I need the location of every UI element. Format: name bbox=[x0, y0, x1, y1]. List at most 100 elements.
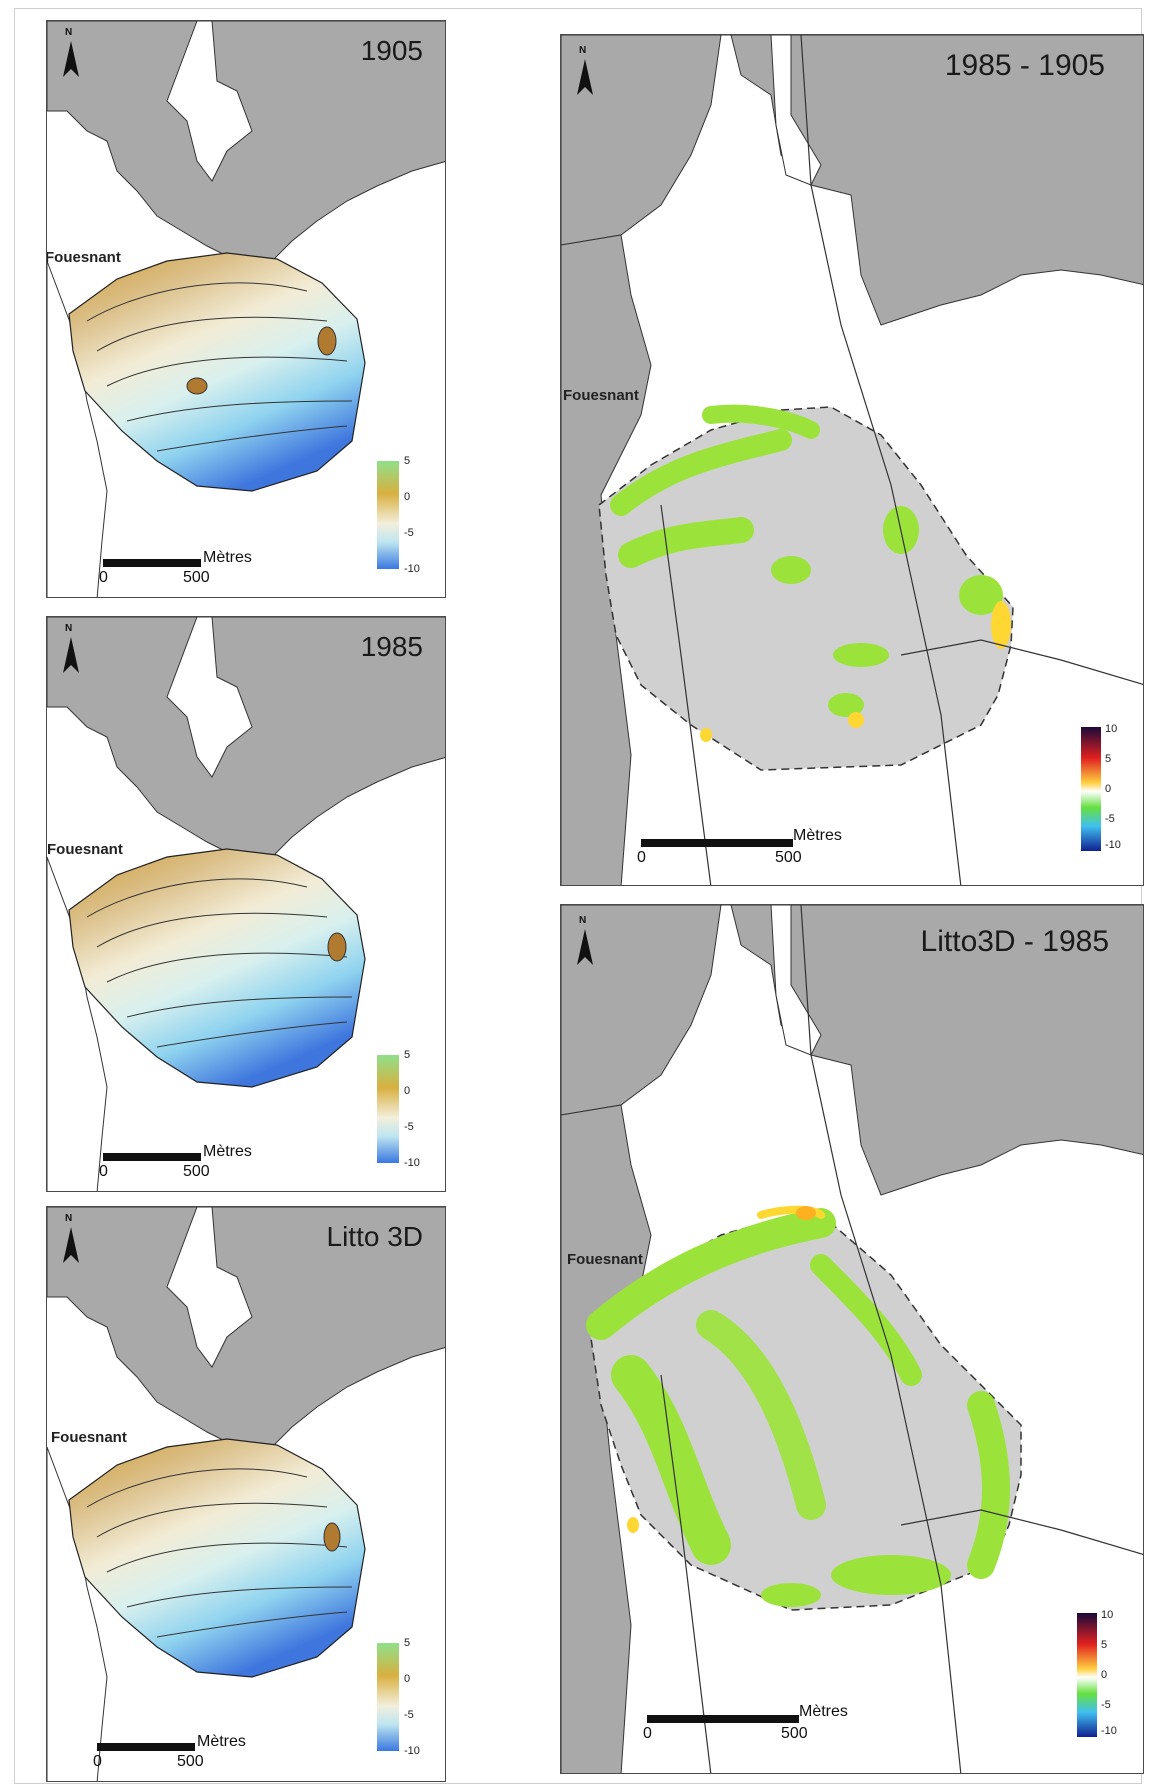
depth-legend: 5 0 -5 -10 bbox=[377, 1049, 437, 1179]
land-mass bbox=[561, 905, 1143, 1196]
scale-start: 0 bbox=[99, 569, 108, 586]
map-panel-1985: N 1985 Fouesnant 5 0 -5 -10 Mètres 0 500 bbox=[46, 616, 446, 1192]
north-arrow-icon bbox=[577, 59, 593, 95]
legend-tick: 10 bbox=[1105, 723, 1118, 735]
map-panel-diff-1985-1905: N 1985 - 1905 Fouesnant 10 5 0 -5 -10 Mè… bbox=[560, 34, 1144, 886]
scale-unit: Mètres bbox=[197, 1733, 246, 1750]
north-arrow: N bbox=[59, 27, 83, 81]
legend-tick: 5 bbox=[404, 1637, 411, 1649]
town-label: Fouesnant bbox=[47, 841, 123, 858]
legend-tick: -5 bbox=[404, 1709, 414, 1721]
scale-end: 500 bbox=[775, 849, 802, 866]
legend-colorbar bbox=[1077, 1613, 1097, 1737]
scale-unit: Mètres bbox=[793, 827, 842, 844]
bathymetry-map-1985 bbox=[47, 617, 445, 1191]
scale-end: 500 bbox=[183, 1163, 210, 1180]
road bbox=[800, 905, 962, 1773]
bay-shape bbox=[68, 1438, 366, 1678]
road bbox=[900, 639, 1143, 686]
road bbox=[660, 504, 712, 885]
panel-title: 1985 bbox=[360, 631, 423, 662]
north-arrow: N bbox=[59, 1213, 83, 1267]
scale-bar-line bbox=[97, 1743, 195, 1751]
north-arrow-icon bbox=[577, 929, 593, 965]
scale-unit: Mètres bbox=[203, 1143, 252, 1160]
scale-unit: Mètres bbox=[203, 549, 252, 566]
legend-tick: 0 bbox=[404, 1085, 411, 1097]
road bbox=[900, 1509, 1143, 1556]
north-label: N bbox=[579, 45, 587, 56]
north-arrow: N bbox=[573, 915, 597, 969]
map-panel-diff-litto3d-1985: N Litto3D - 1985 Fouesnant 10 5 0 -5 -10… bbox=[560, 904, 1144, 1774]
estuary-channel bbox=[166, 617, 253, 778]
legend-tick: 5 bbox=[1105, 753, 1112, 765]
legend-tick: 5 bbox=[1101, 1639, 1108, 1651]
north-arrow-icon bbox=[63, 1227, 79, 1263]
difference-legend: 10 5 0 -5 -10 bbox=[1077, 1609, 1137, 1739]
north-label: N bbox=[579, 915, 587, 926]
scale-end: 500 bbox=[781, 1725, 808, 1742]
north-arrow-icon bbox=[63, 637, 79, 673]
legend-tick: 0 bbox=[1105, 783, 1112, 795]
legend-tick: -10 bbox=[1101, 1725, 1117, 1737]
panel-title: Litto 3D bbox=[326, 1221, 424, 1252]
legend-tick: -5 bbox=[404, 527, 414, 539]
legend-tick: -5 bbox=[1105, 813, 1115, 825]
difference-legend: 10 5 0 -5 -10 bbox=[1081, 723, 1141, 853]
scale-unit: Mètres bbox=[799, 1703, 848, 1720]
scale-bar-line bbox=[103, 1153, 201, 1161]
legend-tick: 5 bbox=[404, 1049, 411, 1061]
scale-bar: Mètres 0 500 bbox=[637, 827, 901, 871]
legend-tick: 10 bbox=[1101, 1609, 1114, 1621]
legend-tick: 0 bbox=[404, 491, 411, 503]
road bbox=[800, 35, 962, 885]
scale-bar-line bbox=[641, 839, 793, 847]
bathymetry-map-litto3d bbox=[47, 1207, 445, 1781]
panel-title: Litto3D - 1985 bbox=[920, 925, 1109, 958]
scale-bar: Mètres 0 500 bbox=[99, 549, 333, 591]
legend-colorbar bbox=[377, 1643, 399, 1751]
map-panel-litto3d: N Litto 3D Fouesnant 5 0 -5 -10 Mètres 0… bbox=[46, 1206, 446, 1782]
scale-bar: Mètres 0 500 bbox=[93, 1733, 327, 1775]
north-label: N bbox=[65, 27, 73, 38]
legend-tick: -10 bbox=[1105, 839, 1121, 851]
legend-tick: -10 bbox=[404, 1157, 420, 1169]
panel-title: 1905 bbox=[360, 35, 423, 66]
scale-start: 0 bbox=[93, 1753, 102, 1770]
bay-shape bbox=[68, 848, 366, 1088]
legend-tick: 0 bbox=[404, 1673, 411, 1685]
north-arrow-icon bbox=[63, 41, 79, 77]
bay-shape bbox=[68, 252, 366, 492]
north-arrow: N bbox=[59, 623, 83, 677]
legend-tick: -5 bbox=[1101, 1699, 1111, 1711]
town-label: Fouesnant bbox=[567, 1251, 643, 1268]
scale-end: 500 bbox=[183, 569, 210, 586]
legend-tick: -5 bbox=[404, 1121, 414, 1133]
land-mass bbox=[561, 35, 1143, 326]
difference-map-1985-1905 bbox=[561, 35, 1143, 885]
north-arrow: N bbox=[573, 45, 597, 99]
difference-area bbox=[598, 406, 1014, 771]
town-label: Fouesnant bbox=[563, 387, 639, 404]
legend-tick: 0 bbox=[1101, 1669, 1108, 1681]
figure-frame bbox=[14, 8, 1142, 1784]
bathymetry-map-1905 bbox=[47, 21, 445, 597]
scale-start: 0 bbox=[99, 1163, 108, 1180]
scale-end: 500 bbox=[177, 1753, 204, 1770]
legend-colorbar bbox=[1081, 727, 1101, 851]
estuary-channel bbox=[166, 1207, 253, 1368]
legend-colorbar bbox=[377, 461, 399, 569]
legend-tick: 5 bbox=[404, 455, 411, 467]
town-label: Fouesnant bbox=[51, 1429, 127, 1446]
estuary-channel bbox=[166, 21, 253, 182]
scale-start: 0 bbox=[643, 1725, 652, 1742]
legend-tick: -10 bbox=[404, 563, 420, 575]
legend-colorbar bbox=[377, 1055, 399, 1163]
depth-legend: 5 0 -5 -10 bbox=[377, 1637, 437, 1767]
scale-start: 0 bbox=[637, 849, 646, 866]
scale-bar: Mètres 0 500 bbox=[99, 1143, 333, 1185]
depth-legend: 5 0 -5 -10 bbox=[377, 455, 437, 585]
panel-title: 1985 - 1905 bbox=[944, 49, 1105, 82]
scale-bar-line bbox=[103, 559, 201, 567]
north-label: N bbox=[65, 1213, 73, 1224]
